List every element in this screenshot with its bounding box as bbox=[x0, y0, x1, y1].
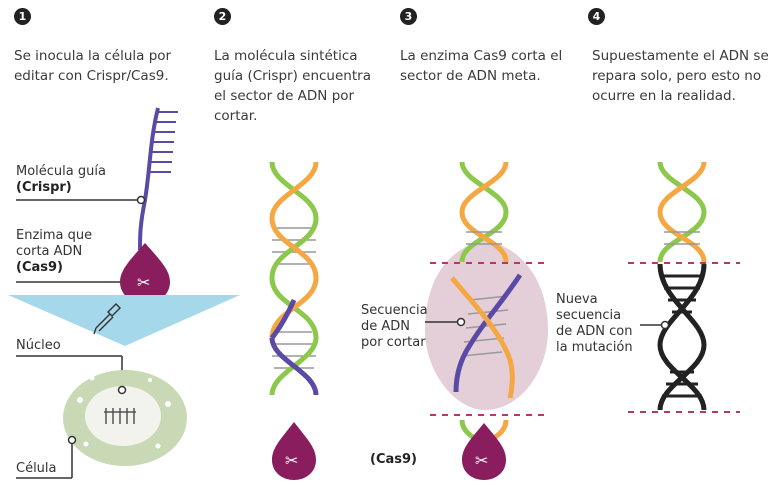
dna-helix-3 bbox=[450, 161, 523, 443]
cell-label: Célula bbox=[16, 461, 57, 476]
guide-molecule-text: Molécula guía bbox=[16, 164, 106, 179]
enzyme-drop-2 bbox=[272, 422, 316, 480]
step-text-4: Supuestamente el ADN se repara solo, per… bbox=[592, 48, 769, 104]
enzyme-bold: (Cas9) bbox=[16, 260, 63, 275]
nucleus-label: Núcleo bbox=[16, 338, 61, 353]
injection-funnel bbox=[8, 295, 240, 346]
step-text-3: La enzima Cas9 corta el sector de ADN me… bbox=[400, 48, 563, 84]
new-seq-l4: la mutación bbox=[556, 340, 633, 355]
cas9-bottom-label: (Cas9) bbox=[370, 452, 417, 468]
dna-helix-2 bbox=[269, 161, 319, 396]
step-number-2: 2 bbox=[214, 8, 231, 25]
pipette-icon bbox=[93, 303, 121, 335]
cell-shape bbox=[63, 370, 187, 466]
cut-seq-l2: de ADN bbox=[361, 319, 411, 334]
cut-seq-l3: por cortar bbox=[361, 335, 426, 350]
step-number-3: 3 bbox=[400, 8, 417, 25]
scissors-icon: ✂ bbox=[285, 451, 298, 470]
step-text-2: La molécula sintética guía (Crispr) encu… bbox=[214, 48, 371, 124]
new-seq-l3: de ADN con bbox=[556, 324, 633, 339]
guide-molecule-bold: (Crispr) bbox=[16, 180, 72, 195]
scissors-icon: ✂ bbox=[475, 451, 488, 470]
dna-helix-4 bbox=[657, 161, 707, 411]
cut-halo bbox=[425, 240, 548, 410]
cas9-bottom-text: (Cas9) bbox=[370, 452, 417, 467]
enzyme-line2: corta ADN bbox=[16, 244, 83, 259]
new-seq-l2: secuencia bbox=[556, 308, 622, 323]
enzyme-drop-1 bbox=[120, 243, 170, 304]
enzyme-drop-3 bbox=[462, 423, 506, 480]
enzyme-line1: Enzima que bbox=[16, 228, 93, 243]
step-number-1: 1 bbox=[14, 8, 31, 25]
enzyme-label: Enzima que corta ADN (Cas9) bbox=[16, 228, 92, 276]
guide-molecule-label: Molécula guía (Crispr) bbox=[16, 164, 106, 196]
new-sequence-label: Nueva secuencia de ADN con la mutación bbox=[556, 292, 633, 356]
step-text-1: Se inocula la célula por editar con Cris… bbox=[14, 48, 172, 84]
cut-seq-l1: Secuencia bbox=[361, 303, 428, 318]
guide-molecule-comb bbox=[138, 107, 178, 251]
scissors-icon: ✂ bbox=[137, 273, 150, 292]
cut-sequence-label: Secuencia de ADN por cortar bbox=[361, 303, 428, 351]
step-number-4: 4 bbox=[588, 8, 605, 25]
new-seq-l1: Nueva bbox=[556, 292, 598, 307]
